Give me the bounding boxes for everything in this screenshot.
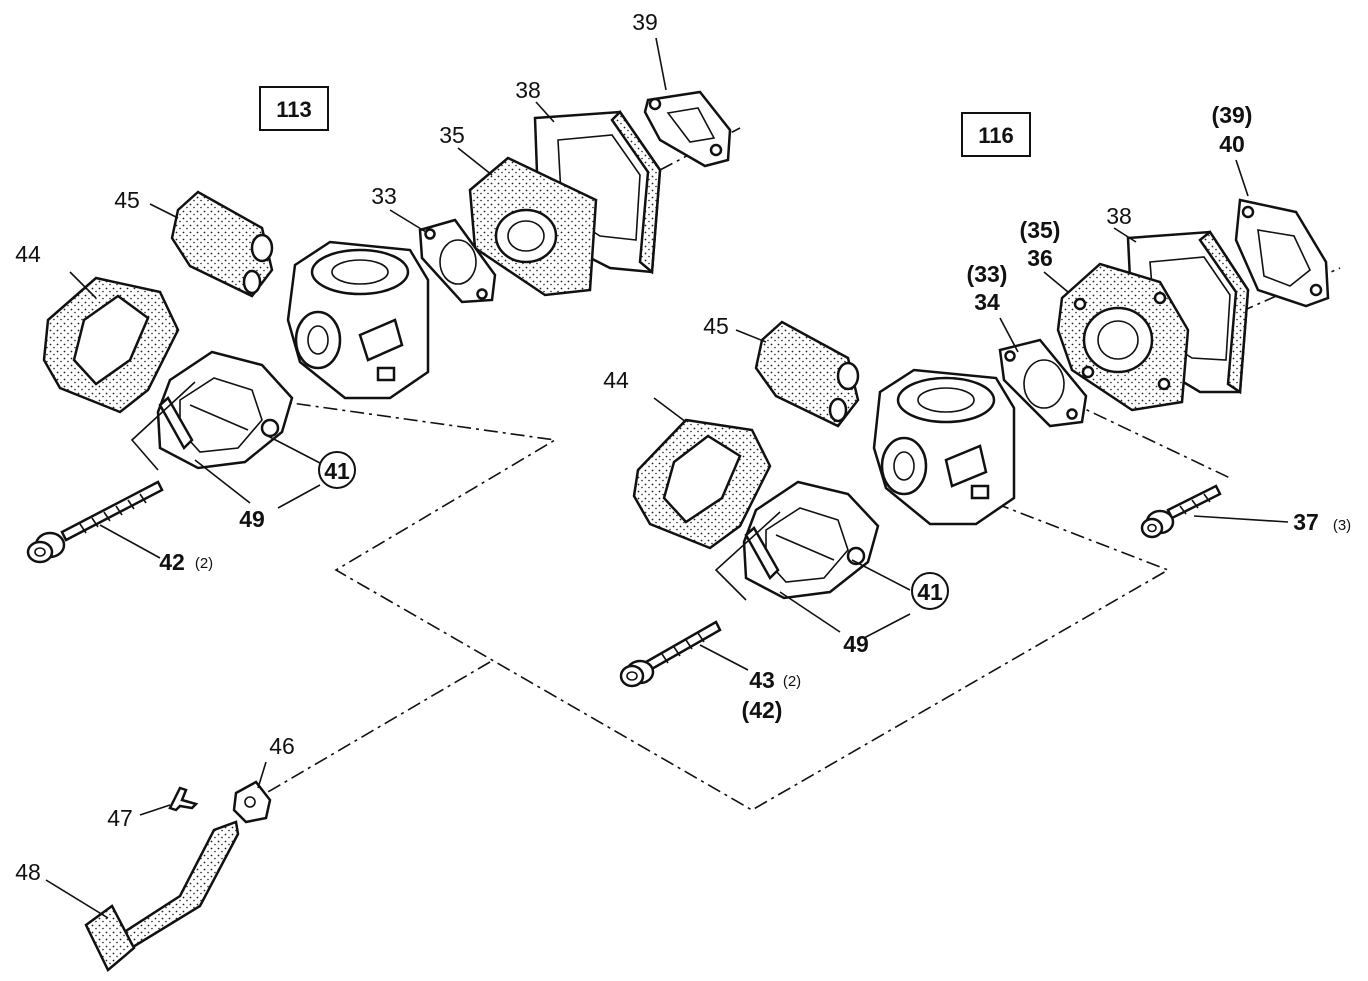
choke-rod-48	[84, 820, 240, 972]
clip-47	[168, 786, 199, 812]
gasket-39-left	[643, 90, 732, 168]
model-116-box: 116	[961, 112, 1031, 157]
carburetor-right	[872, 368, 1016, 526]
callout-46: 46	[269, 733, 295, 759]
callout-44-left: 44	[15, 241, 41, 267]
leader-lines	[45, 37, 1289, 919]
callout-39-paren-right: (39)	[1212, 102, 1253, 128]
gasket-33-left	[418, 218, 497, 304]
grommet-46	[232, 780, 272, 824]
callout-41-left: 41	[324, 458, 350, 484]
screw-42-left	[26, 480, 164, 564]
callout-35-paren-right: (35)	[1020, 217, 1061, 243]
intake-flange-35-left	[468, 156, 598, 297]
callout-33-paren-right: (33)	[967, 261, 1008, 287]
callout-33-left: 33	[371, 183, 397, 209]
callout-47: 47	[107, 805, 133, 831]
gasket-34-right	[998, 338, 1088, 428]
filter-element-45-left	[170, 190, 274, 298]
carburetor-left	[286, 240, 430, 400]
filter-holder-41-left	[156, 350, 294, 470]
callout-43-right: 43	[749, 667, 775, 693]
callout-44-right: 44	[603, 367, 629, 393]
screw-43-right	[619, 620, 722, 688]
callout-42-left: 42	[159, 549, 185, 575]
callout-45-right: 45	[703, 313, 729, 339]
model-116-label: 116	[978, 123, 1014, 148]
callout-40-right: 40	[1219, 131, 1245, 157]
intake-flange-36-right	[1056, 262, 1190, 412]
callout-38-right: 38	[1106, 203, 1132, 229]
callout-42-paren-right: (42)	[742, 697, 783, 723]
callout-42-qty-left: (2)	[195, 555, 213, 572]
filter-foam-44-right	[632, 418, 772, 550]
callout-35-left: 35	[439, 122, 465, 148]
callout-45-left: 45	[114, 187, 140, 213]
callout-34-right: 34	[974, 289, 1000, 315]
callout-circle-41-right	[911, 572, 949, 610]
filter-foam-44-left	[42, 276, 180, 414]
model-113-box: 113	[259, 86, 329, 131]
callout-38-left: 38	[515, 77, 541, 103]
callout-37-qty-right: (3)	[1333, 517, 1351, 534]
callout-37-right: 37	[1293, 509, 1319, 535]
gasket-40-right	[1234, 198, 1330, 308]
callout-49-right: 49	[843, 631, 869, 657]
filter-holder-41-right	[742, 480, 880, 600]
callout-48: 48	[15, 859, 41, 885]
callout-39-left: 39	[632, 9, 658, 35]
filter-element-45-right	[754, 320, 860, 428]
callout-circle-41-left	[318, 451, 356, 489]
callout-41-right: 41	[917, 579, 943, 605]
callout-43-qty-right: (2)	[783, 673, 801, 690]
callout-49-left: 49	[239, 506, 265, 532]
callout-36-right: 36	[1027, 245, 1053, 271]
model-113-label: 113	[276, 97, 312, 122]
screw-37-right	[1140, 484, 1222, 539]
